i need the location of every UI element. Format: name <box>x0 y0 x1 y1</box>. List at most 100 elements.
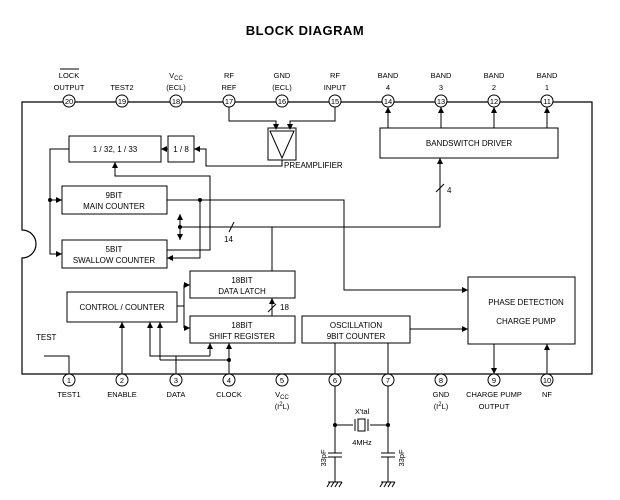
pin-10-circle <box>540 373 554 387</box>
pin-19-label-1: TEST2 <box>110 83 133 92</box>
pin-4-label: CLOCK <box>216 390 242 399</box>
crystal-label: X'tal <box>355 407 370 416</box>
bandswitch-driver-box <box>379 127 559 159</box>
pin-20-label-2: OUTPUT <box>54 83 85 92</box>
pin-17-number: 17 <box>225 97 233 106</box>
pin-7-number: 7 <box>386 376 390 385</box>
pin-3-number: 3 <box>174 376 178 385</box>
top-pin-circles: 20 19 18 17 16 15 14 13 12 11 <box>62 94 554 108</box>
diagram-title: BLOCK DIAGRAM <box>246 23 364 38</box>
pin-15-label-1: RF <box>330 71 340 80</box>
pin-11-label-1: BAND <box>537 71 558 80</box>
pin-10-label: NF <box>542 390 552 399</box>
pin-19-circle <box>115 94 129 108</box>
pin-4-circle <box>222 373 236 387</box>
pin-16-circle <box>275 94 289 108</box>
pin-9-label-1: CHARGE PUMP <box>466 390 522 399</box>
pin-9-label-2: OUTPUT <box>479 402 510 411</box>
pin-11-number: 11 <box>543 97 551 106</box>
pin-9-circle <box>487 373 501 387</box>
oscillation-label-2: 9BIT COUNTER <box>327 332 386 341</box>
pin-18-circle <box>169 94 183 108</box>
phase-detection-label-1: PHASE DETECTION <box>488 298 564 307</box>
prescaler-label: 1 / 32, 1 / 33 <box>93 145 138 154</box>
preamplifier-label: PREAMPLIFIER <box>284 161 343 170</box>
pin-1-label: TEST1 <box>57 390 80 399</box>
bandswitch-driver-label: BANDSWITCH DRIVER <box>426 139 512 148</box>
preamplifier-box <box>267 127 297 161</box>
pin-20-number: 20 <box>65 97 73 106</box>
crystal-frequency: 4MHz <box>352 438 372 447</box>
pin-17-label-2: REF <box>222 83 237 92</box>
pin-8-label-2: (I2L) <box>434 402 449 411</box>
main-counter-label-1: 9BIT <box>106 191 123 200</box>
pin-18-label-1: VCC <box>169 71 183 82</box>
pin-8-circle <box>434 373 448 387</box>
pin-8-number: 8 <box>439 376 443 385</box>
bus-width-4: 4 <box>447 186 452 195</box>
pin-15-number: 15 <box>331 97 339 106</box>
pin-18-number: 18 <box>172 97 180 106</box>
swallow-counter-label-1: 5BIT <box>106 245 123 254</box>
main-counter-label-2: MAIN COUNTER <box>83 202 145 211</box>
oscillation-counter-box <box>301 315 411 344</box>
pin-13-number: 13 <box>437 97 445 106</box>
swallow-counter-label-2: SWALLOW COUNTER <box>73 256 156 265</box>
shift-register-label-1: 18BIT <box>231 321 252 330</box>
pin-6-number: 6 <box>333 376 337 385</box>
pin-14-number: 14 <box>384 97 392 106</box>
oscillation-label-1: OSCILLATION <box>330 321 383 330</box>
shift-register-label-2: SHIFT REGISTER <box>209 332 275 341</box>
pin-5-label-1: VCC <box>275 390 289 401</box>
phase-detection-label-2: CHARGE PUMP <box>496 317 556 326</box>
pin-14-label-2: 4 <box>386 83 390 92</box>
pin-3-circle <box>169 373 183 387</box>
swallow-counter-box <box>61 239 168 269</box>
pin-5-label-2: (I2L) <box>275 402 290 411</box>
prescaler-box <box>68 135 162 163</box>
pin-2-number: 2 <box>120 376 124 385</box>
pin-12-label-2: 2 <box>492 83 496 92</box>
pin-20-circle <box>62 94 76 108</box>
pin-2-circle <box>115 373 129 387</box>
pin-15-label-2: INPUT <box>324 83 347 92</box>
pin-20-label-1: LOCK <box>59 71 79 80</box>
bus-width-14: 14 <box>224 235 233 244</box>
pin-4-number: 4 <box>227 376 231 385</box>
pin-12-label-1: BAND <box>484 71 505 80</box>
pin-1-number: 1 <box>67 376 71 385</box>
pin-14-label-1: BAND <box>378 71 399 80</box>
crystal-circuit <box>326 386 396 488</box>
pin-1-circle <box>62 373 76 387</box>
main-counter-box <box>61 185 168 215</box>
pin-16-number: 16 <box>278 97 286 106</box>
data-latch-label-1: 18BIT <box>231 276 252 285</box>
data-latch-label-2: DATA LATCH <box>218 287 266 296</box>
pin-10-number: 10 <box>543 376 551 385</box>
pin-16-label-2: (ECL) <box>272 83 292 92</box>
bottom-pin-circles: 1 2 3 4 5 6 7 8 9 10 <box>62 373 554 387</box>
pin-11-label-2: 1 <box>545 83 549 92</box>
pin-5-number: 5 <box>280 376 284 385</box>
pin-5-circle <box>275 373 289 387</box>
pin-19-number: 19 <box>118 97 126 106</box>
data-latch-box <box>189 270 296 299</box>
test-label: TEST <box>36 333 57 342</box>
pin-16-label-1: GND <box>274 71 291 80</box>
pin-12-number: 12 <box>490 97 498 106</box>
pin-17-label-1: RF <box>224 71 234 80</box>
pin-9-number: 9 <box>492 376 496 385</box>
pin-13-label-2: 3 <box>439 83 443 92</box>
div8-label: 1 / 8 <box>173 145 189 154</box>
cap-left-label: 33pF <box>319 449 328 467</box>
control-counter-label: CONTROL / COUNTER <box>79 303 164 312</box>
pin-8-label-1: GND <box>433 390 450 399</box>
cap-right-label: 33pF <box>397 449 406 467</box>
pin-18-label-2: (ECL) <box>166 83 186 92</box>
shift-register-box <box>189 315 296 344</box>
pin-2-label: ENABLE <box>107 390 137 399</box>
bus-width-18: 18 <box>280 303 289 312</box>
phase-detection-box <box>467 276 576 345</box>
pin-3-label: DATA <box>167 390 186 399</box>
